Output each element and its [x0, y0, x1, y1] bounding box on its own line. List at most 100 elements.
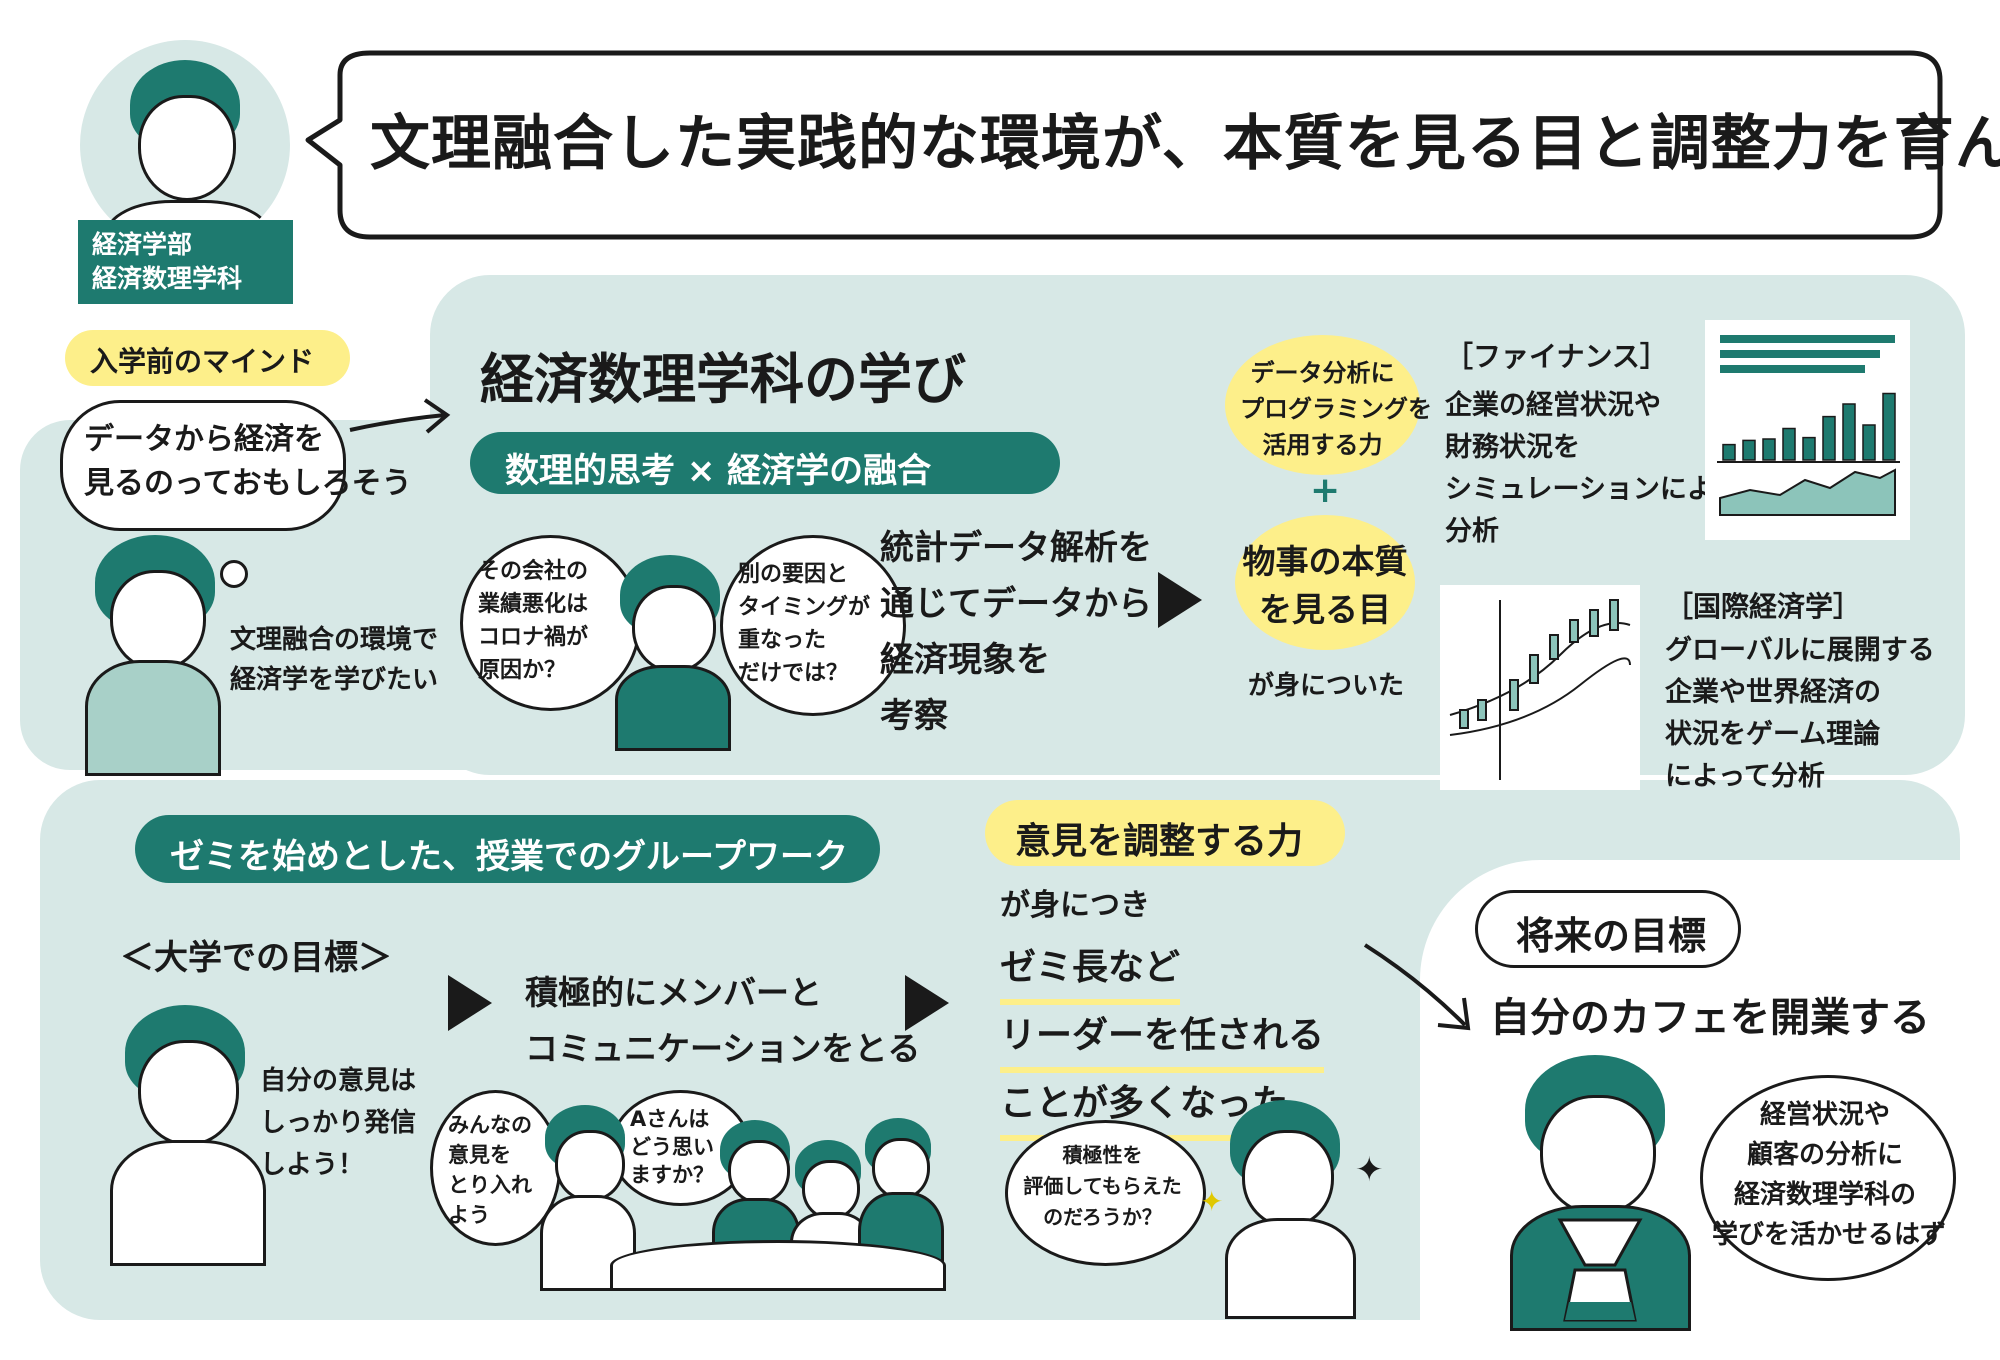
skill1-line-3: 活用する力	[1262, 431, 1383, 459]
finance-line-1: 企業の経営状況や	[1445, 390, 1661, 421]
mindset-thought-line-2: 経済学を学びたい	[230, 665, 439, 695]
goal-person-shirt	[110, 1140, 266, 1266]
finance-text: 企業の経営状況や 財務状況を シミュレーションにより 分析	[1445, 385, 1740, 553]
coordination-result-line-2: ゼミ長など	[1000, 937, 1181, 1005]
groupwork-action: 積極的にメンバーと コミュニケーションをとる	[525, 965, 920, 1077]
coordination-heading-pill: 意見を調整する力	[985, 800, 1345, 866]
department-line-2: 経済数理学科	[92, 264, 243, 293]
skill1-line-1: データ分析に	[1250, 359, 1395, 387]
study-person-face	[632, 585, 716, 673]
coordination-thought-line-3: のだろうか？	[1043, 1205, 1162, 1229]
intl-heading: ［国際経済学］	[1665, 590, 1862, 623]
arrow-right-icon	[349, 398, 451, 434]
finance-bar	[1742, 439, 1756, 461]
intl-candle-8	[1609, 599, 1619, 631]
study-description-line-1: 統計データ解析を	[880, 528, 1152, 568]
study-bubble-right-line-4: だけでは？	[738, 661, 849, 686]
thought-dots-icon	[220, 560, 248, 588]
coordination-heading: 意見を調整する力	[1015, 821, 1304, 862]
future-thought-line-1: 経営状況や	[1759, 1100, 1890, 1130]
coordination-result-line-1: が身につき	[1000, 888, 1150, 923]
mindset-speech-bubble	[60, 400, 346, 531]
goal-thought-line-3: しよう！	[260, 1150, 365, 1180]
future-heading-box: 将来の目標	[1475, 890, 1741, 968]
skill1-circle	[1225, 335, 1420, 475]
study-bubble-right-text: 別の要因と タイミングが 重なった だけでは？	[738, 558, 870, 690]
goal-thought-line-1: 自分の意見は	[260, 1066, 417, 1096]
group-person-4-face	[872, 1138, 930, 1200]
group-person-3-face	[802, 1160, 860, 1220]
coordination-thought-line-2: 評価してもらえた	[1023, 1174, 1182, 1198]
question-bubble-line-3: ますか？	[630, 1163, 714, 1187]
finance-bar	[1762, 438, 1776, 461]
sparkle-icon: ✦	[1355, 1150, 1384, 1190]
goal-person-face	[138, 1040, 239, 1146]
mindset-thought-line-1: 文理融合の環境で	[230, 625, 439, 655]
study-bubble-left-line-2: 業績悪化は	[478, 592, 589, 617]
mindset-label-pill: 入学前のマインド	[65, 330, 350, 386]
group-person-1-face	[555, 1130, 625, 1202]
mindset-speech: データから経済を 見るのっておもしろそう	[84, 418, 412, 506]
finance-bar	[1802, 436, 1816, 461]
finance-chart-card	[1705, 320, 1910, 540]
department-line-1: 経済学部	[92, 230, 193, 259]
groupwork-action-line-1: 積極的にメンバーと	[525, 973, 822, 1012]
study-title: 経済数理学科の学び	[480, 348, 966, 411]
study-person-shirt	[615, 665, 731, 751]
group-person-2-face	[728, 1140, 790, 1204]
future-goal: 自分のカフェを開業する	[1490, 995, 1930, 1041]
intl-candle-4	[1529, 654, 1539, 684]
study-triangle-icon	[1158, 572, 1202, 628]
finance-area	[1719, 468, 1896, 516]
header-avatar-circle	[80, 40, 290, 250]
avatar-face	[138, 95, 236, 201]
future-thought: 経営状況や 顧客の分析に 経済数理学科の 学びを活かせるはず	[1712, 1095, 1946, 1255]
study-bubble-right	[720, 535, 906, 716]
finance-bar	[1882, 392, 1896, 461]
page-title: 文理融合した実践的な環境が、本質を見る目と調整力を育んだ	[370, 109, 2000, 179]
finance-heading: ［ファイナンス］	[1445, 340, 1668, 373]
sparkle-icon-2: ✦	[1200, 1185, 1224, 1218]
study-description-line-2: 通じてデータから	[880, 584, 1152, 624]
goal-thought: 自分の意見は しっかり発信 しよう！	[260, 1060, 416, 1186]
question-bubble-line-1: Aさんは	[630, 1107, 710, 1131]
study-description-line-4: 考察	[880, 696, 948, 736]
finance-line-2: 財務状況を	[1445, 432, 1580, 463]
mindset-speech-line-2: 見るのっておもしろそう	[84, 466, 412, 501]
intl-line-2: 企業や世界経済の	[1665, 677, 1881, 708]
groupwork-triangle-2-icon	[905, 975, 949, 1031]
coffee-dripper-icon	[1557, 1218, 1643, 1322]
intl-trend-line-2	[1449, 657, 1631, 736]
finance-summary-bar-1	[1720, 335, 1895, 343]
study-bubble-left-text: その会社の 業績悪化は コロナ禍が 原因か？	[478, 555, 588, 687]
skill2-line-1: 物事の本質	[1242, 542, 1408, 581]
groupwork-action-line-2: コミュニケーションをとる	[525, 1029, 921, 1068]
finance-chart	[1717, 335, 1900, 516]
intl-chart-card	[1440, 585, 1640, 790]
finance-bar	[1722, 443, 1736, 461]
mindset-person-face	[110, 570, 206, 671]
finance-bar-group	[1722, 392, 1896, 461]
intl-candle-7	[1589, 609, 1599, 637]
goal-thought-line-2: しっかり発信	[260, 1108, 417, 1138]
skill2-line-2: を見る目	[1259, 590, 1391, 629]
mindset-thought: 文理融合の環境で 経済学を学びたい	[230, 620, 438, 700]
title-speech-bubble	[305, 50, 1943, 240]
mindset-label: 入学前のマインド	[90, 345, 315, 378]
skill1-line-2: プログラミングを	[1240, 395, 1432, 423]
finance-line-4: 分析	[1445, 516, 1499, 547]
skill2-text: 物事の本質 を見る目	[1235, 538, 1415, 634]
study-banner: 数理的思考 × 経済学の融合	[505, 451, 932, 491]
study-bubble-left	[460, 535, 641, 711]
study-bubble-right-line-2: タイミングが	[738, 595, 871, 620]
study-banner-pill: 数理的思考 × 経済学の融合	[470, 432, 1060, 494]
skill1-text: データ分析に プログラミングを 活用する力	[1240, 355, 1432, 463]
intl-candle-6	[1569, 619, 1579, 643]
finance-bar	[1842, 403, 1856, 461]
future-heading: 将来の目標	[1516, 914, 1707, 958]
intl-line-1: グローバルに展開する	[1665, 635, 1935, 666]
study-description: 統計データ解析を 通じてデータから 経済現象を 考察	[880, 520, 1152, 744]
department-badge: 経済学部 経済数理学科	[78, 220, 293, 304]
intl-candle-3	[1509, 679, 1519, 711]
question-bubble-line-2: どう思い	[630, 1135, 714, 1159]
